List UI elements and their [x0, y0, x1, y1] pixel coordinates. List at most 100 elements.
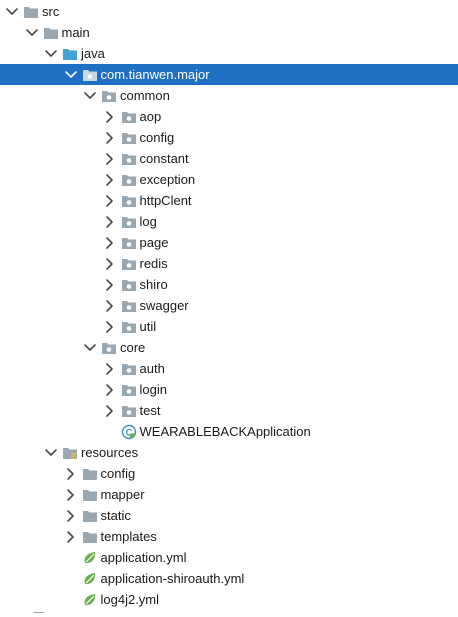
- chevron-down-icon[interactable]: [43, 442, 59, 463]
- tree-row[interactable]: main: [0, 22, 458, 43]
- svg-text:C: C: [125, 428, 132, 438]
- tree-row[interactable]: static: [0, 505, 458, 526]
- tree-item-label: templates: [100, 529, 157, 544]
- chevron-right-icon[interactable]: [102, 274, 118, 295]
- tree-row[interactable]: src: [0, 1, 458, 22]
- chevron-right-icon[interactable]: [102, 169, 118, 190]
- package-icon: [121, 277, 137, 293]
- tree-item-label: util: [139, 319, 157, 334]
- chevron-right-icon[interactable]: [63, 463, 79, 484]
- chevron-right-icon[interactable]: [102, 106, 118, 127]
- package-icon: [121, 214, 137, 230]
- tree-item-label: config: [139, 130, 175, 145]
- package-icon: [121, 382, 137, 398]
- tree-item-label: core: [120, 340, 146, 355]
- tree-item-label: log4j2.yml: [100, 592, 160, 607]
- chevron-right-icon[interactable]: [102, 211, 118, 232]
- chevron-right-icon[interactable]: [102, 148, 118, 169]
- tree-row[interactable]: java: [0, 43, 458, 64]
- tree-item-label: config: [100, 466, 136, 481]
- tree-row[interactable]: constant: [0, 148, 458, 169]
- tree-item-label: resources: [81, 445, 139, 460]
- spring-yml-icon: [82, 571, 98, 587]
- tree-row[interactable]: config: [0, 463, 458, 484]
- chevron-right-icon[interactable]: [102, 379, 118, 400]
- chevron-right-icon[interactable]: [102, 190, 118, 211]
- tree-row[interactable]: page: [0, 232, 458, 253]
- tree-item-label: swagger: [139, 298, 189, 313]
- tree-item-label: java: [81, 46, 105, 61]
- folder-icon: [82, 466, 98, 482]
- chevron-right-icon[interactable]: [102, 400, 118, 421]
- folder-icon: [82, 529, 98, 545]
- package-icon: [121, 319, 137, 335]
- tree-row[interactable]: httpClent: [0, 190, 458, 211]
- chevron-right-icon[interactable]: [102, 232, 118, 253]
- chevron-right-icon[interactable]: [63, 484, 79, 505]
- tree-item-label: auth: [139, 361, 165, 376]
- tree-row[interactable]: resources: [0, 442, 458, 463]
- tree-item-label: mapper: [100, 487, 145, 502]
- chevron-down-icon[interactable]: [63, 64, 79, 85]
- tree-row[interactable]: auth: [0, 358, 458, 379]
- package-icon: [121, 151, 137, 167]
- package-icon: [121, 298, 137, 314]
- tree-row[interactable]: test: [0, 400, 458, 421]
- package-icon: [121, 361, 137, 377]
- chevron-down-icon[interactable]: [82, 85, 98, 106]
- tree-row[interactable]: shiro: [0, 274, 458, 295]
- tree-item-label: common: [120, 88, 170, 103]
- tree-row[interactable]: exception: [0, 169, 458, 190]
- tree-row[interactable]: application-shiroauth.yml: [0, 568, 458, 589]
- tree-row[interactable]: core: [0, 337, 458, 358]
- chevron-right-icon[interactable]: [63, 526, 79, 547]
- package-icon: [121, 130, 137, 146]
- tree-item-label: aop: [139, 109, 162, 124]
- chevron-down-icon[interactable]: [82, 337, 98, 358]
- tree-item-label: page: [139, 235, 169, 250]
- tree-row[interactable]: com.tianwen.major: [0, 64, 458, 85]
- tree-item-label: static: [100, 508, 131, 523]
- next-row-stub: [34, 612, 44, 617]
- chevron-down-icon[interactable]: [24, 22, 40, 43]
- tree-row[interactable]: config: [0, 127, 458, 148]
- folder-icon: [23, 4, 39, 20]
- tree-row[interactable]: templates: [0, 526, 458, 547]
- package-icon: [121, 109, 137, 125]
- spring-boot-app-icon: C: [121, 424, 137, 440]
- package-icon: [121, 235, 137, 251]
- chevron-right-icon[interactable]: [102, 127, 118, 148]
- spring-yml-icon: [82, 550, 98, 566]
- tree-row[interactable]: log4j2.yml: [0, 589, 458, 610]
- tree-row[interactable]: application.yml: [0, 547, 458, 568]
- tree-row[interactable]: swagger: [0, 295, 458, 316]
- chevron-right-icon[interactable]: [63, 505, 79, 526]
- tree-item-label: src: [42, 4, 60, 19]
- chevron-down-icon[interactable]: [4, 1, 20, 22]
- resources-folder-icon: [62, 445, 78, 461]
- tree-row[interactable]: aop: [0, 106, 458, 127]
- chevron-right-icon[interactable]: [102, 358, 118, 379]
- tree-row[interactable]: util: [0, 316, 458, 337]
- package-icon: [121, 256, 137, 272]
- folder-icon: [82, 508, 98, 524]
- chevron-right-icon[interactable]: [102, 316, 118, 337]
- tree-item-label: test: [139, 403, 161, 418]
- tree-item-label: main: [61, 25, 90, 40]
- tree-row[interactable]: redis: [0, 253, 458, 274]
- chevron-right-icon[interactable]: [102, 295, 118, 316]
- tree-item-label: httpClent: [139, 193, 192, 208]
- package-icon: [121, 403, 137, 419]
- chevron-right-icon[interactable]: [102, 253, 118, 274]
- tree-row[interactable]: log: [0, 211, 458, 232]
- tree-row[interactable]: common: [0, 85, 458, 106]
- source-folder-icon: [62, 46, 78, 62]
- chevron-down-icon[interactable]: [43, 43, 59, 64]
- folder-icon: [43, 25, 59, 41]
- tree-row[interactable]: mapper: [0, 484, 458, 505]
- tree-item-label: WEARABLEBACKApplication: [139, 424, 311, 439]
- tree-row[interactable]: C WEARABLEBACKApplication: [0, 421, 458, 442]
- tree-row[interactable]: login: [0, 379, 458, 400]
- package-icon: [101, 340, 117, 356]
- tree-item-label: constant: [139, 151, 189, 166]
